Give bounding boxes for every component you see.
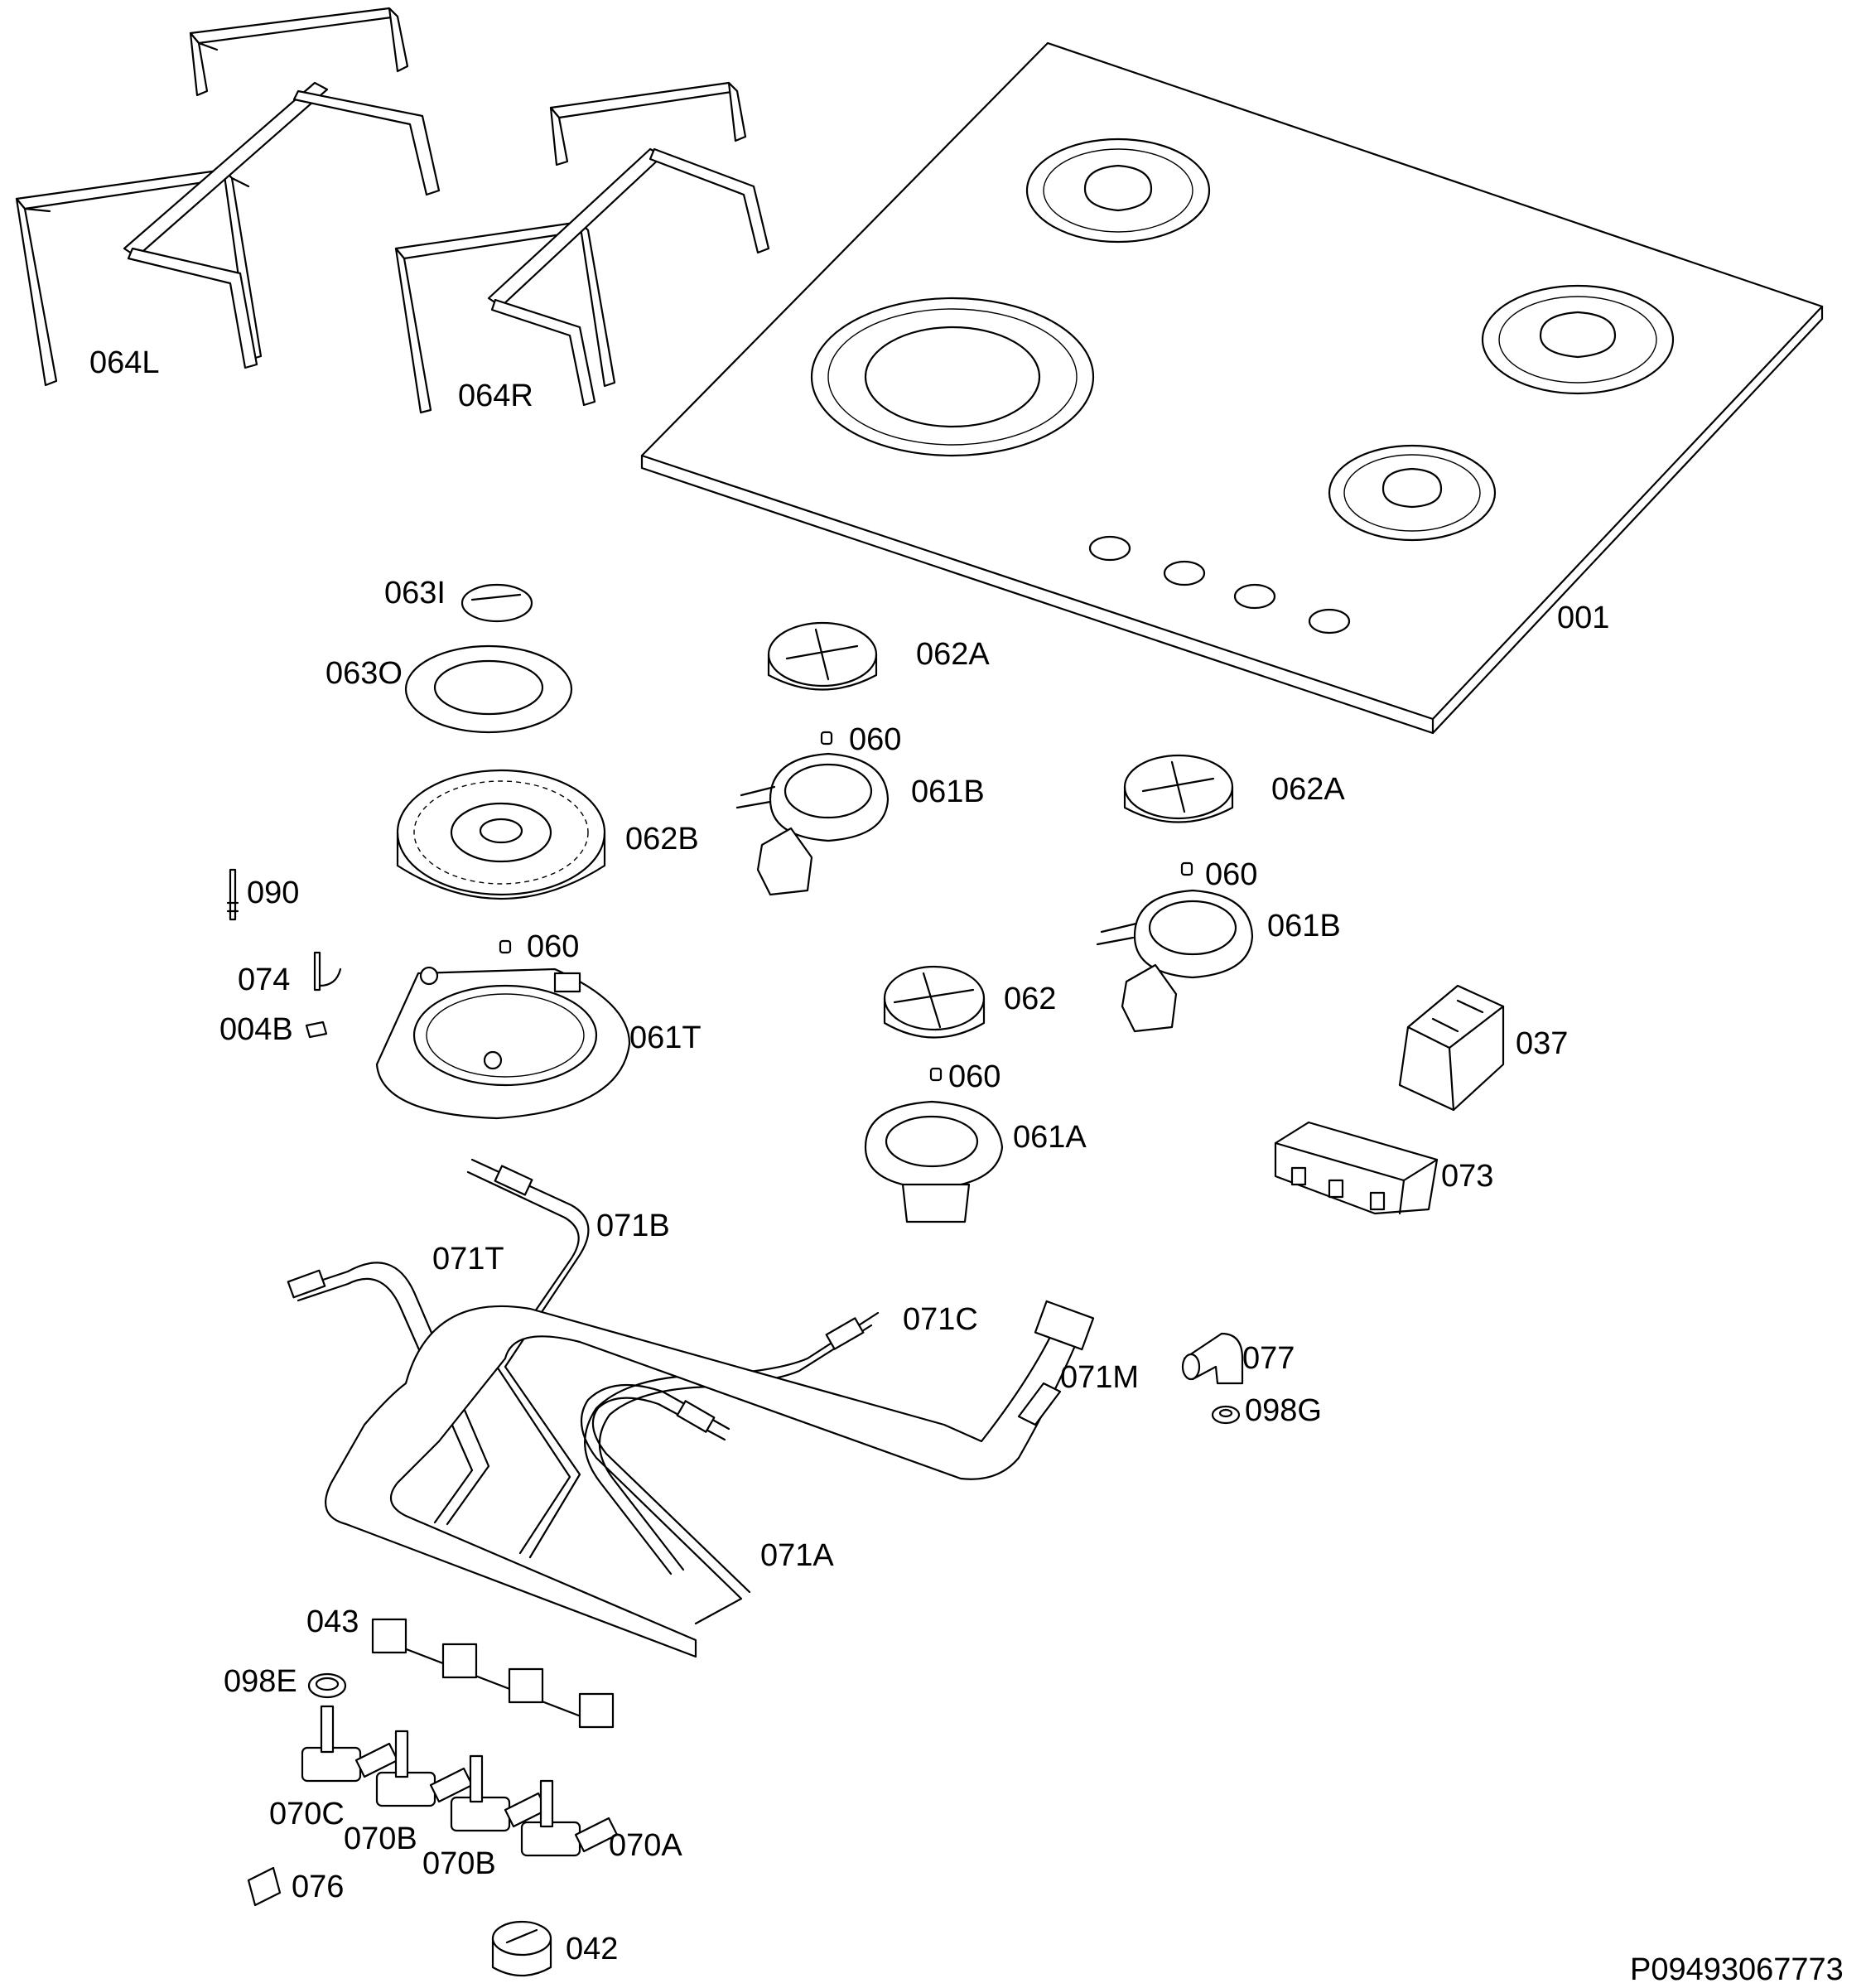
label-042: 042 [566, 1932, 618, 1966]
label-061T: 061T [629, 1021, 702, 1055]
label-063O: 063O [325, 656, 403, 691]
label-071M: 071M [1060, 1360, 1139, 1395]
pan-support-right [394, 81, 770, 414]
seal-098E [307, 1672, 347, 1699]
label-061A: 061A [1013, 1120, 1087, 1155]
label-037: 037 [1516, 1026, 1568, 1061]
label-064R: 064R [458, 379, 533, 413]
label-061B-a: 061B [911, 774, 985, 809]
injector-060-d [929, 1067, 943, 1082]
label-062: 062 [1004, 982, 1056, 1016]
label-063I: 063I [384, 576, 446, 610]
label-074: 074 [238, 963, 290, 997]
gas-manifold-071M [325, 1300, 1095, 1658]
pan-support-left [15, 7, 441, 387]
label-076: 076 [292, 1870, 344, 1904]
injector-060-b [1180, 861, 1193, 876]
gas-valve-070C [301, 1705, 399, 1783]
gas-pipe-071A [580, 1383, 751, 1625]
label-060-b: 060 [1205, 857, 1257, 892]
burner-crown-triple [396, 769, 606, 900]
burner-cap-062A-a [767, 621, 878, 691]
hob-top-plate [640, 41, 1824, 735]
label-062B: 062B [625, 822, 699, 856]
burner-cap-inner [460, 583, 533, 623]
burner-cap-outer [404, 644, 573, 734]
label-070A: 070A [609, 1828, 682, 1863]
label-073: 073 [1441, 1159, 1493, 1194]
burner-base-061B-b [1096, 889, 1254, 1033]
control-knob-042 [491, 1920, 552, 1976]
label-070B-b: 070B [422, 1846, 496, 1881]
injector-060-a [820, 731, 833, 746]
label-060-d: 060 [948, 1059, 1001, 1094]
label-062A-b: 062A [1271, 772, 1345, 807]
label-004B: 004B [219, 1012, 293, 1047]
ignition-switch-harness-043 [371, 1618, 615, 1729]
drawing-id: P09493067773 [1630, 1952, 1844, 1987]
label-061B-b: 061B [1267, 909, 1341, 943]
burner-base-061A [864, 1100, 1004, 1223]
gas-pipe-071T [287, 1262, 490, 1526]
clip-004B [305, 1021, 328, 1039]
label-071T: 071T [432, 1242, 504, 1276]
label-070C: 070C [269, 1797, 345, 1831]
gas-valve-070B-a [375, 1730, 474, 1807]
label-071B: 071B [596, 1209, 670, 1243]
injector-060-c [499, 939, 512, 954]
label-070B-a: 070B [344, 1822, 417, 1856]
seal-098G [1211, 1405, 1241, 1425]
label-043: 043 [306, 1604, 359, 1639]
thermocouple-090 [226, 868, 239, 921]
label-062A-a: 062A [916, 637, 990, 672]
burner-base-061B-a [735, 752, 890, 896]
gas-valve-070A [520, 1779, 619, 1857]
label-071C: 071C [903, 1302, 978, 1337]
elbow-connector-077 [1181, 1332, 1244, 1385]
label-090: 090 [247, 876, 299, 910]
burner-cap-062A-b [1123, 754, 1234, 823]
ignition-plug-074 [313, 951, 342, 992]
burner-cap-062 [883, 965, 986, 1039]
label-001: 001 [1557, 601, 1609, 635]
switch-037 [1398, 984, 1505, 1112]
burner-base-triple [375, 966, 631, 1120]
label-060-c: 060 [527, 929, 579, 964]
gas-valve-070B-b [450, 1754, 548, 1832]
label-077: 077 [1242, 1341, 1295, 1376]
label-060-a: 060 [849, 722, 901, 757]
label-064L: 064L [89, 345, 160, 380]
label-098G: 098G [1245, 1393, 1322, 1428]
clip-076 [247, 1866, 282, 1907]
label-098E: 098E [224, 1664, 297, 1699]
label-071A: 071A [760, 1538, 834, 1573]
ignition-generator-073 [1274, 1121, 1439, 1215]
